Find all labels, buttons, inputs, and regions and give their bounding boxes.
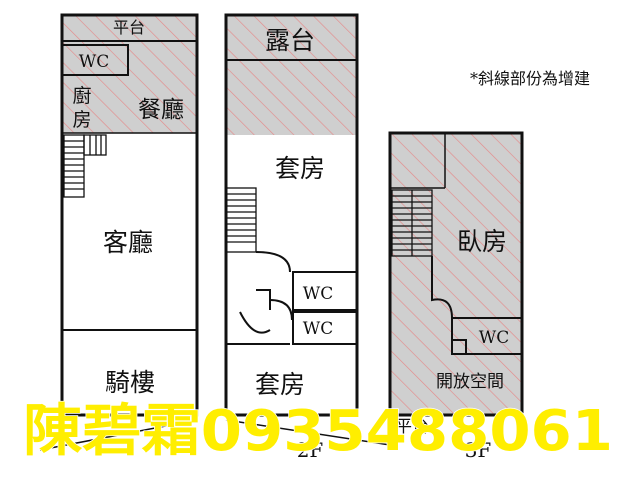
1f-outer-wall — [60, 13, 199, 417]
2f-suite-top-label: 套房 — [275, 154, 325, 183]
2f-hatched-addition — [226, 15, 357, 135]
2f-floor-label: 2F — [297, 438, 324, 462]
2f-wc-1-label: WC — [303, 284, 333, 304]
3f-floor-label: 3F — [465, 438, 492, 462]
floor-2f-plan — [224, 13, 359, 417]
ground-lines — [39, 414, 522, 451]
1f-arcade-label: 騎樓 — [105, 368, 155, 397]
2f-wc-walls — [226, 251, 358, 345]
2f-wc-2-label: WC — [303, 319, 333, 339]
2f-terrace-label: 露台 — [265, 26, 315, 55]
1f-wc-wall — [61, 44, 129, 76]
contact-watermark: 陳碧霜0935488061 — [23, 399, 613, 464]
3f-open-space-label: 開放空間 — [436, 372, 504, 392]
1f-dining-label: 餐廳 — [138, 97, 184, 123]
3f-bedroom-label: 臥房 — [457, 227, 507, 256]
3f-platform-label: 平台 — [395, 417, 429, 437]
1f-wc-label: WC — [79, 52, 109, 72]
legend-note: *斜線部份為增建 — [470, 69, 590, 88]
floor-3f-plan — [388, 131, 524, 417]
2f-suite-bottom-label: 套房 — [255, 370, 305, 399]
1f-staircase — [63, 134, 107, 198]
1f-platform-area — [62, 15, 197, 41]
3f-wc-label: WC — [479, 328, 509, 348]
1f-kitchen-label-1: 廚 — [72, 84, 91, 107]
1f-living-label: 客廳 — [103, 228, 153, 257]
1f-hatched-addition — [62, 41, 197, 133]
3f-hatched-addition — [390, 133, 522, 415]
1f-platform-label: 平台 — [113, 18, 145, 37]
2f-staircase — [225, 187, 257, 253]
1f-kitchen-label-2: 房 — [72, 109, 91, 131]
3f-staircase — [391, 189, 433, 257]
3f-wc-walls — [431, 256, 523, 355]
floor-1f-plan — [60, 13, 199, 417]
